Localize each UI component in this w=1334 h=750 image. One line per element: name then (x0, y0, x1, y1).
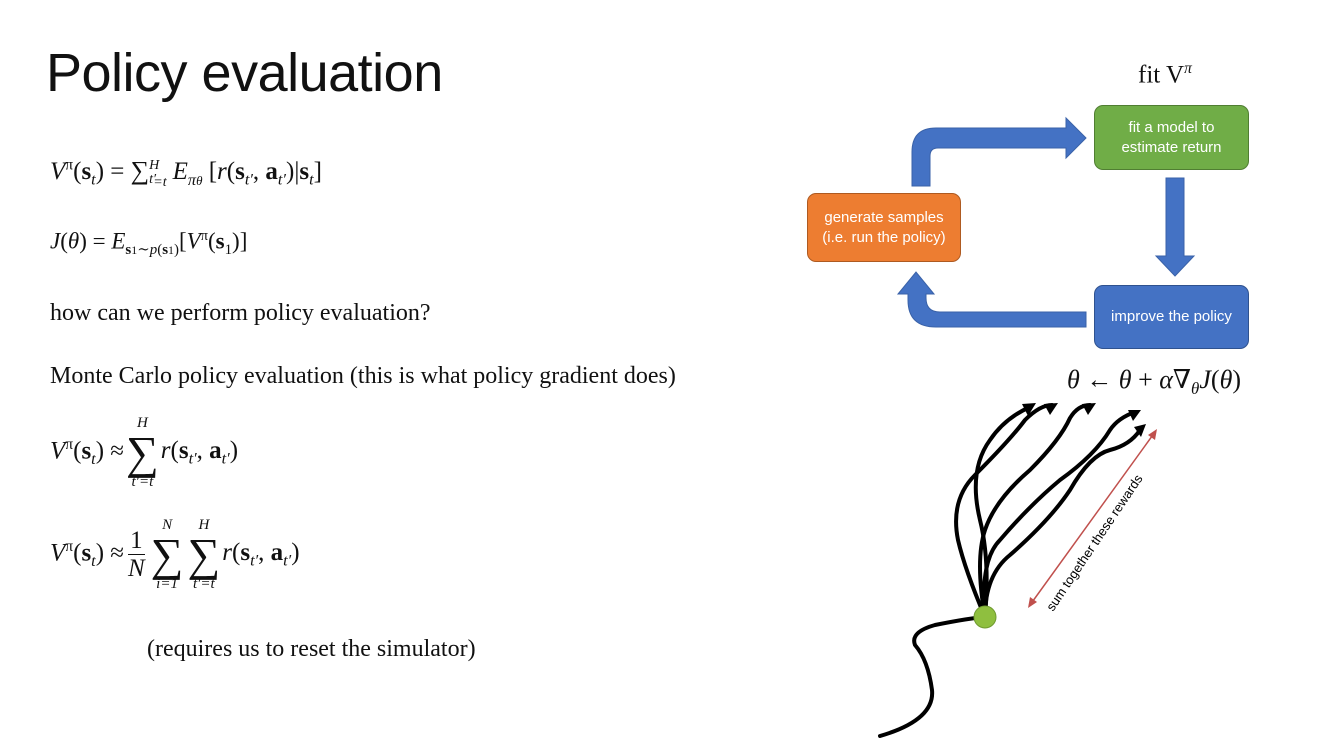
reward-sum-arrow (1028, 429, 1157, 608)
question-text: how can we perform policy evaluation? (50, 300, 431, 326)
arrow-to-fit (911, 116, 1087, 187)
diagram-caption-fit: fit Vπ (1138, 60, 1192, 89)
arrow-to-generate (896, 271, 1087, 328)
equation-single-sample: Vπ(st) ≈ H∑t′=t r(st′, at′) (50, 415, 239, 490)
monte-carlo-heading: Monte Carlo policy evaluation (this is w… (50, 363, 676, 389)
start-state-dot (973, 605, 997, 629)
trajectory-lines (878, 403, 1142, 738)
update-rule: θ ← θ + α∇θJ(θ) (1067, 365, 1242, 398)
reset-note: (requires us to reset the simulator) (147, 636, 476, 662)
equation-objective: J(θ) = Es1∼p(s1)[Vπ(s1)] (50, 228, 248, 258)
trajectory-arrowheads (1022, 403, 1146, 437)
box-fit-model: fit a model to estimate return (1094, 105, 1249, 170)
box-improve-policy: improve the policy (1094, 285, 1249, 349)
page-title: Policy evaluation (46, 43, 443, 103)
arrow-to-improve (1154, 177, 1196, 277)
box-generate-samples: generate samples (i.e. run the policy) (807, 193, 961, 262)
loop-arrows (896, 116, 1196, 328)
trajectory-label: sum together these rewards (1043, 471, 1146, 613)
